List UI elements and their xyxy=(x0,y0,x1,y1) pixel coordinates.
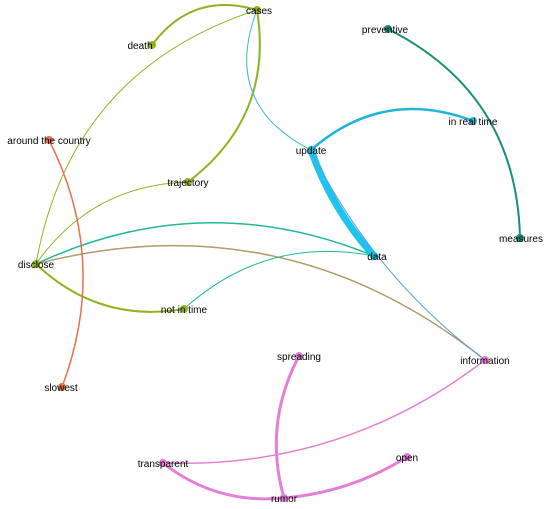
node-label-information: information xyxy=(460,356,509,367)
edge-disclose-data xyxy=(35,221,375,265)
node-label-slowest: slowest xyxy=(44,383,78,394)
node-cases xyxy=(253,6,261,14)
node-label-spreading: spreading xyxy=(277,352,321,363)
edge-update-data xyxy=(307,146,378,260)
edge-transparent-rumor xyxy=(161,461,286,501)
node-information xyxy=(481,356,489,364)
node-preventive xyxy=(384,25,392,33)
node-label-update: update xyxy=(296,146,327,157)
node-death xyxy=(148,41,156,49)
node-label-disclose: disclose xyxy=(18,260,55,271)
nodes-layer xyxy=(32,6,524,502)
node-label-death: death xyxy=(127,41,152,52)
edge-transparent-information xyxy=(162,359,486,465)
node-label-around-the-country: around the country xyxy=(7,136,90,147)
edge-update-in-real-time xyxy=(309,107,475,152)
edge-update-information xyxy=(310,149,486,361)
node-disclose xyxy=(32,260,40,268)
node-slowest xyxy=(58,383,66,391)
node-measures xyxy=(516,234,524,242)
edge-cases-disclose xyxy=(35,9,258,265)
node-label-open: open xyxy=(396,453,418,464)
node-around-the-country xyxy=(45,136,53,144)
edge-cases-update xyxy=(246,9,312,151)
node-spreading xyxy=(295,352,303,360)
edge-disclose-trajectory xyxy=(35,181,189,265)
node-label-data: data xyxy=(367,252,387,263)
edge-disclose-information xyxy=(35,244,486,361)
node-open xyxy=(403,453,411,461)
node-label-not-in-time: not in time xyxy=(161,305,208,316)
node-in-real-time xyxy=(469,117,477,125)
edge-around-the-country-slowest xyxy=(48,139,84,388)
edge-preventive-measures xyxy=(387,28,521,239)
node-label-measures: measures xyxy=(499,234,543,245)
node-not-in-time xyxy=(180,305,188,313)
edge-rumor-open xyxy=(282,455,409,500)
node-label-transparent: transparent xyxy=(138,459,189,470)
node-trajectory xyxy=(184,178,192,186)
edge-cases-death xyxy=(151,3,258,46)
labels-layer: cases death trajectory disclose not in time a… xyxy=(7,6,543,505)
node-label-preventive: preventive xyxy=(362,25,409,36)
edge-spreading-rumor xyxy=(274,354,301,500)
edges-layer xyxy=(35,3,521,501)
edge-cases-trajectory xyxy=(187,9,261,183)
node-transparent xyxy=(159,459,167,467)
edge-disclose-not-in-time xyxy=(35,263,185,313)
node-label-trajectory: trajectory xyxy=(167,178,208,189)
node-rumor xyxy=(280,494,288,502)
node-update xyxy=(307,146,315,154)
edge-not-in-time-data xyxy=(183,250,375,310)
node-data xyxy=(370,252,378,260)
node-label-cases: cases xyxy=(246,6,272,17)
node-label-in-real-time: in real time xyxy=(449,117,498,128)
node-label-rumor: rumor xyxy=(271,494,298,505)
